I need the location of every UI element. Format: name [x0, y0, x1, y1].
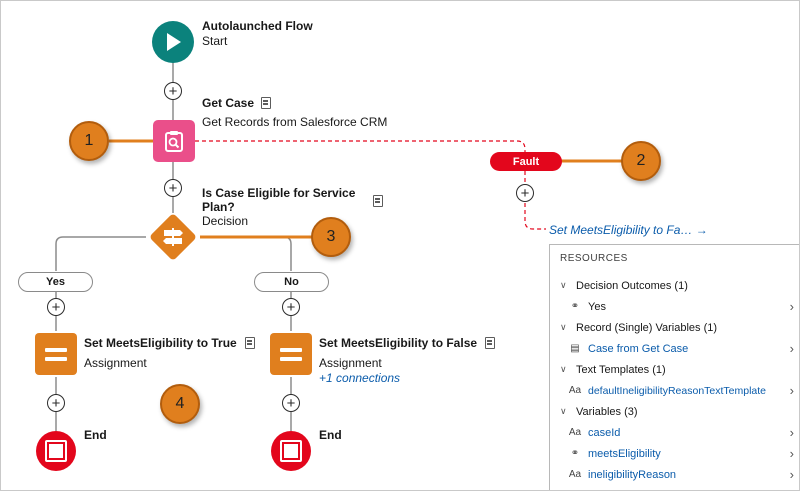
equals-icon: [45, 347, 67, 352]
get-records-node[interactable]: [153, 120, 195, 162]
add-element-button[interactable]: +: [282, 394, 300, 412]
resource-item-default-template[interactable]: Aa defaultIneligibilityReasonTextTemplat…: [550, 380, 799, 401]
decision-title-line2: Plan?: [202, 200, 235, 214]
resources-header: RESOURCES: [560, 253, 628, 264]
start-title: Autolaunched Flow: [202, 19, 313, 33]
chevron-down-icon: ∨: [560, 406, 567, 416]
play-icon: [167, 33, 181, 51]
chevron-right-icon: ›: [789, 383, 794, 398]
resource-item-ineligibility-reason[interactable]: Aa ineligibilityReason ›: [550, 464, 799, 485]
decision-subtitle: Decision: [202, 214, 249, 228]
assign-true-title: Set MeetsEligibility to True: [84, 336, 237, 350]
description-icon: [261, 97, 271, 109]
branch-label-no[interactable]: No: [254, 272, 329, 292]
assignment-node-true[interactable]: [35, 333, 77, 375]
resource-item-label: meetsEligibility: [588, 447, 661, 460]
add-element-button[interactable]: +: [164, 82, 182, 100]
decision-title-line1: Is Case Eligible for Service: [202, 186, 356, 200]
chevron-down-icon: ∨: [560, 322, 567, 332]
resource-section-text-templates[interactable]: ∨ Text Templates (1): [550, 359, 799, 380]
equals-icon: [280, 347, 302, 352]
resource-item-label: Yes: [588, 300, 606, 313]
add-element-button[interactable]: +: [47, 298, 65, 316]
outcome-icon: ⚭: [570, 301, 580, 312]
chevron-right-icon: ›: [789, 467, 794, 482]
section-label: Text Templates (1): [576, 363, 666, 376]
section-label: Record (Single) Variables (1): [576, 321, 718, 334]
fault-target-label: Set MeetsEligibility to Fa…: [549, 223, 693, 237]
start-subtitle: Start: [202, 34, 228, 48]
resource-item-label: defaultIneligibilityReasonTextTemplate: [588, 384, 767, 397]
chevron-right-icon: ›: [789, 425, 794, 440]
text-icon: Aa: [568, 427, 582, 438]
get-case-title: Get Case: [202, 96, 255, 110]
chevron-right-icon: ›: [789, 341, 794, 356]
arrow-right-icon: →: [695, 223, 708, 237]
add-fault-element-button[interactable]: +: [516, 184, 534, 202]
add-element-button[interactable]: +: [282, 298, 300, 316]
end-node-left[interactable]: [36, 431, 76, 471]
end-left-label: End: [84, 428, 107, 442]
start-node[interactable]: [152, 21, 194, 63]
assign-false-subtitle: Assignment: [319, 356, 382, 370]
resource-section-variables[interactable]: ∨ Variables (3): [550, 401, 799, 422]
clipboard-icon: ▤: [570, 343, 580, 354]
resource-item-meets-eligibility[interactable]: ⚭ meetsEligibility ›: [550, 443, 799, 464]
stop-icon: [280, 440, 302, 462]
description-icon: [485, 337, 495, 349]
resource-section-record-variables[interactable]: ∨ Record (Single) Variables (1): [550, 317, 799, 338]
chevron-right-icon: ›: [789, 299, 794, 314]
resource-item-label: caseId: [588, 426, 621, 439]
branch-label-yes[interactable]: Yes: [18, 272, 93, 292]
description-icon: [245, 337, 255, 349]
add-element-button[interactable]: +: [47, 394, 65, 412]
section-label: Decision Outcomes (1): [576, 279, 688, 292]
text-icon: Aa: [568, 385, 582, 396]
assignment-node-false[interactable]: [270, 333, 312, 375]
chevron-down-icon: ∨: [560, 280, 567, 290]
end-right-label: End: [319, 428, 342, 442]
resource-item-label: ineligibilityReason: [588, 468, 677, 481]
assign-false-title: Set MeetsEligibility to False: [319, 336, 478, 350]
callout-2: 2: [621, 141, 661, 181]
fault-target-link[interactable]: Set MeetsEligibility to Fa… →: [549, 223, 708, 237]
resource-item-case-from-get-case[interactable]: ▤ Case from Get Case ›: [550, 338, 799, 359]
fault-badge[interactable]: Fault: [490, 152, 562, 171]
decision-node[interactable]: [148, 212, 198, 262]
callout-1: 1: [69, 121, 109, 161]
text-icon: Aa: [568, 469, 582, 480]
add-element-button[interactable]: +: [164, 179, 182, 197]
assign-true-subtitle: Assignment: [84, 356, 147, 370]
connections-link[interactable]: +1 connections: [319, 371, 401, 385]
resource-item-yes[interactable]: ⚭ Yes ›: [550, 296, 799, 317]
resources-panel: RESOURCES ∨ Decision Outcomes (1) ⚭ Yes …: [549, 244, 799, 490]
chevron-down-icon: ∨: [560, 364, 567, 374]
resource-item-label: Case from Get Case: [588, 342, 689, 355]
clipboard-search-icon: [165, 131, 183, 152]
end-node-right[interactable]: [271, 431, 311, 471]
stop-icon: [45, 440, 67, 462]
signpost-icon: [163, 228, 183, 246]
boolean-icon: ⚭: [570, 448, 580, 459]
description-icon: [373, 195, 383, 207]
chevron-right-icon: ›: [789, 446, 794, 461]
callout-4: 4: [160, 384, 200, 424]
callout-3: 3: [311, 217, 351, 257]
resource-section-decision-outcomes[interactable]: ∨ Decision Outcomes (1): [550, 275, 799, 296]
get-case-subtitle: Get Records from Salesforce CRM: [202, 115, 388, 129]
resource-item-case-id[interactable]: Aa caseId ›: [550, 422, 799, 443]
section-label: Variables (3): [576, 405, 638, 418]
